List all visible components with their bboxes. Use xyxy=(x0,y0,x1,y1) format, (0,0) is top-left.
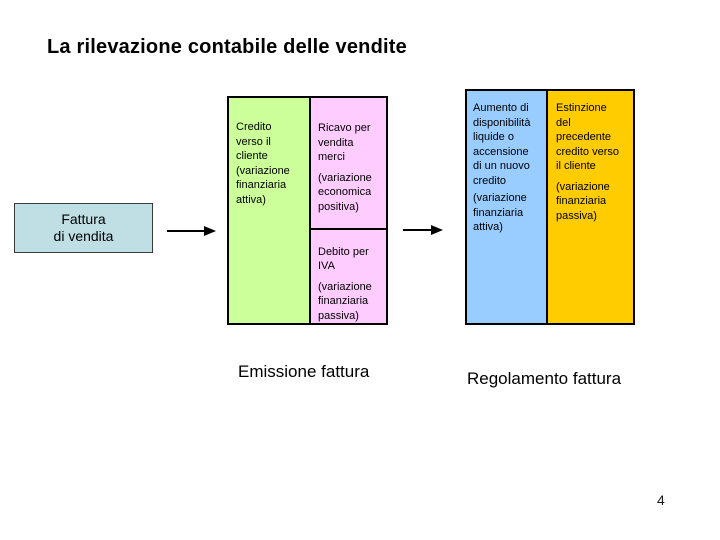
debito-iva-text: Debito per IVA xyxy=(318,245,369,273)
fattura-box-line1: Fattura xyxy=(61,211,106,227)
estinzione-credito-text: Estinzione del precedente credito verso … xyxy=(556,102,619,172)
arrow-right-icon xyxy=(403,225,443,235)
credito-cliente-cell: Credito verso il cliente (variazione fin… xyxy=(229,98,311,323)
regolamento-entry-table: Aumento di disponibilità liquide o accen… xyxy=(465,89,635,325)
fattura-di-vendita-box: Fattura di vendita xyxy=(14,203,153,253)
ricavo-vendita-note: (variazione economica positiva) xyxy=(318,171,372,213)
emissione-entry-table: Credito verso il cliente (variazione fin… xyxy=(227,96,388,325)
estinzione-credito-note: (variazione finanziaria passiva) xyxy=(556,180,610,222)
estinzione-credito-cell: Estinzione del precedente credito verso … xyxy=(548,91,633,323)
aumento-disponibilita-cell: Aumento di disponibilità liquide o accen… xyxy=(467,91,548,323)
credito-cliente-note: (variazione finanziaria attiva) xyxy=(236,164,290,206)
debito-iva-note: (variazione finanziaria passiva) xyxy=(318,280,372,322)
regolamento-fattura-caption: Regolamento fattura xyxy=(467,369,622,388)
fattura-box-line2: di vendita xyxy=(53,228,114,244)
arrow-right-icon xyxy=(167,226,216,236)
debito-iva-cell: Debito per IVA (variazione finanziaria p… xyxy=(311,230,386,324)
ricavo-vendita-text: Ricavo per vendita merci xyxy=(318,122,371,163)
emissione-fattura-caption: Emissione fattura xyxy=(238,362,370,381)
aumento-disponibilita-note: (variazione finanziaria attiva) xyxy=(473,192,527,233)
credito-cliente-text: Credito verso il cliente xyxy=(236,121,272,162)
ricavo-vendita-cell: Ricavo per vendita merci (variazione eco… xyxy=(311,98,386,230)
slide-title: La rilevazione contabile delle vendite xyxy=(47,36,407,58)
aumento-disponibilita-text: Aumento di disponibilità liquide o accen… xyxy=(473,102,531,187)
emissione-right-column: Ricavo per vendita merci (variazione eco… xyxy=(311,98,386,323)
page-number: 4 xyxy=(657,492,665,508)
